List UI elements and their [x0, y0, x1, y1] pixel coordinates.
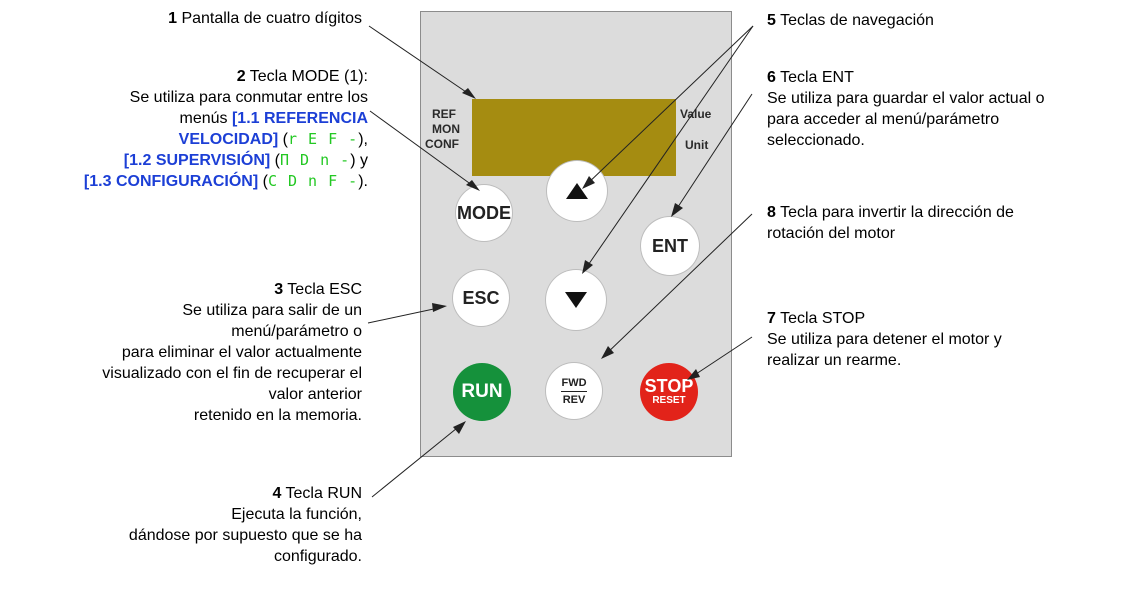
- ent-button-label: ENT: [652, 235, 688, 256]
- callout-3-text: Tecla ESC: [287, 281, 362, 298]
- leader-3: [367, 306, 444, 324]
- callout-8: 8 Tecla para invertir la dirección de ro…: [767, 202, 1014, 244]
- leader-8: [603, 213, 753, 357]
- callout-3-line: menú/parámetro o: [231, 323, 362, 340]
- callout-4: 4 Tecla RUN Ejecuta la función, dándose …: [129, 483, 362, 567]
- callout-3-number: 3: [274, 281, 284, 298]
- callout-7-line: Se utiliza para detener el motor y: [767, 331, 1002, 348]
- rev-label: REV: [562, 393, 586, 406]
- callout-7-line: realizar un rearme.: [767, 352, 902, 369]
- seg-conf-code: C D n F -: [267, 172, 359, 190]
- arrowhead-3: [432, 303, 447, 312]
- callout-3-line: valor anterior: [268, 386, 362, 403]
- callout-5: 5 Teclas de navegación: [767, 10, 934, 31]
- callout-2-sep2: y: [355, 152, 368, 169]
- stop-label: STOP: [644, 375, 694, 396]
- stop-reset-button[interactable]: STOP RESET: [640, 363, 698, 421]
- leader-6: [673, 93, 753, 214]
- display-label-ref: REF: [432, 107, 456, 121]
- menu-configuracion-link: [1.3 CONFIGURACIÓN]: [83, 173, 259, 190]
- arrowhead-5b: [582, 260, 593, 274]
- arrowhead-5a: [582, 176, 595, 189]
- esc-button-label: ESC: [462, 287, 500, 308]
- callout-6-line: para acceder al menú/parámetro: [767, 111, 1000, 128]
- reset-label: RESET: [652, 394, 686, 406]
- leader-7: [689, 336, 753, 379]
- menu-supervision-link: [1.2 SUPERVISIÓN]: [123, 152, 271, 169]
- callout-7: 7 Tecla STOP Se utiliza para detener el …: [767, 308, 1002, 371]
- esc-button[interactable]: ESC: [453, 270, 509, 326]
- callout-2-number: 2: [236, 68, 246, 85]
- triangle-down-icon: [565, 292, 587, 308]
- seg-ref-code: r E F -: [288, 130, 359, 148]
- display-label-conf: CONF: [425, 137, 459, 151]
- callout-6: 6 Tecla ENT Se utiliza para guardar el v…: [767, 67, 1045, 151]
- callout-3: 3 Tecla ESC Se utiliza para salir de un …: [102, 279, 362, 426]
- callout-2-end: .: [363, 173, 368, 190]
- up-arrow-button[interactable]: [547, 161, 607, 221]
- callout-1-number: 1: [168, 10, 177, 27]
- callout-4-number: 4: [272, 485, 282, 502]
- fwd-label: FWD: [561, 376, 587, 389]
- menu-velocidad-link: VELOCIDAD]: [178, 131, 279, 148]
- callout-6-line: Se utiliza para guardar el valor actual …: [767, 90, 1045, 107]
- arrowhead-1: [462, 88, 476, 99]
- callout-2-sep1: ,: [363, 131, 368, 148]
- arrowhead-2: [466, 180, 480, 191]
- arrowhead-4: [453, 421, 466, 434]
- callout-5-number: 5: [767, 12, 776, 29]
- run-button-label: RUN: [461, 381, 503, 402]
- callout-3-line: retenido en la memoria.: [193, 407, 362, 424]
- arrowhead-8: [601, 346, 614, 359]
- callout-3-line: Se utiliza para salir de un: [182, 302, 362, 319]
- leader-5b: [583, 25, 754, 272]
- callout-7-text: Tecla STOP: [780, 310, 866, 327]
- leader-2: [369, 110, 477, 189]
- callout-3-line: para eliminar el valor actualmente: [121, 344, 362, 361]
- seg-mon-code: Π D n -: [280, 151, 351, 169]
- callout-4-line: dándose por supuesto que se ha: [128, 527, 362, 544]
- down-arrow-button[interactable]: [546, 270, 606, 330]
- mode-button[interactable]: MODE: [456, 185, 512, 241]
- triangle-up-icon: [566, 183, 588, 199]
- callout-2-menus-prefix: menús: [179, 110, 232, 127]
- callout-8-text: Tecla para invertir la dirección de: [780, 204, 1014, 221]
- menu-referencia-link: [1.1 REFERENCIA: [231, 110, 368, 127]
- callout-6-number: 6: [767, 69, 776, 86]
- display-label-unit: Unit: [685, 138, 709, 152]
- callout-7-number: 7: [767, 310, 776, 327]
- callout-2-text: Tecla MODE (1):: [249, 68, 368, 85]
- fwd-rev-button[interactable]: FWD REV: [546, 363, 602, 419]
- leader-1: [368, 25, 473, 97]
- callout-4-line: Ejecuta la función,: [231, 506, 362, 523]
- callout-8-number: 8: [767, 204, 776, 221]
- ent-button[interactable]: ENT: [641, 217, 699, 275]
- fwd-rev-divider: [561, 390, 587, 392]
- mode-button-label: MODE: [457, 202, 511, 223]
- leader-5a: [584, 25, 754, 187]
- display-label-value: Value: [680, 107, 712, 121]
- callout-2: 2 Tecla MODE (1): Se utiliza para conmut…: [83, 68, 368, 190]
- callout-4-text: Tecla RUN: [285, 485, 362, 502]
- callout-4-line: configurado.: [273, 548, 362, 565]
- leader-4: [371, 423, 463, 498]
- callout-2-line2: Se utiliza para conmutar entre los: [129, 89, 368, 106]
- callout-1-text: Pantalla de cuatro dígitos: [181, 10, 362, 27]
- callout-1: 1 Pantalla de cuatro dígitos: [168, 8, 362, 29]
- callout-6-text: Tecla ENT: [780, 69, 854, 86]
- display-label-mon: MON: [432, 122, 460, 136]
- arrowhead-7: [687, 369, 700, 380]
- callout-6-line: seleccionado.: [767, 132, 865, 149]
- arrowhead-6: [671, 203, 683, 217]
- run-button[interactable]: RUN: [453, 363, 511, 421]
- callout-3-line: visualizado con el fin de recuperar el: [102, 365, 362, 382]
- callout-8-line2: rotación del motor: [767, 225, 896, 242]
- callout-5-text: Teclas de navegación: [780, 12, 934, 29]
